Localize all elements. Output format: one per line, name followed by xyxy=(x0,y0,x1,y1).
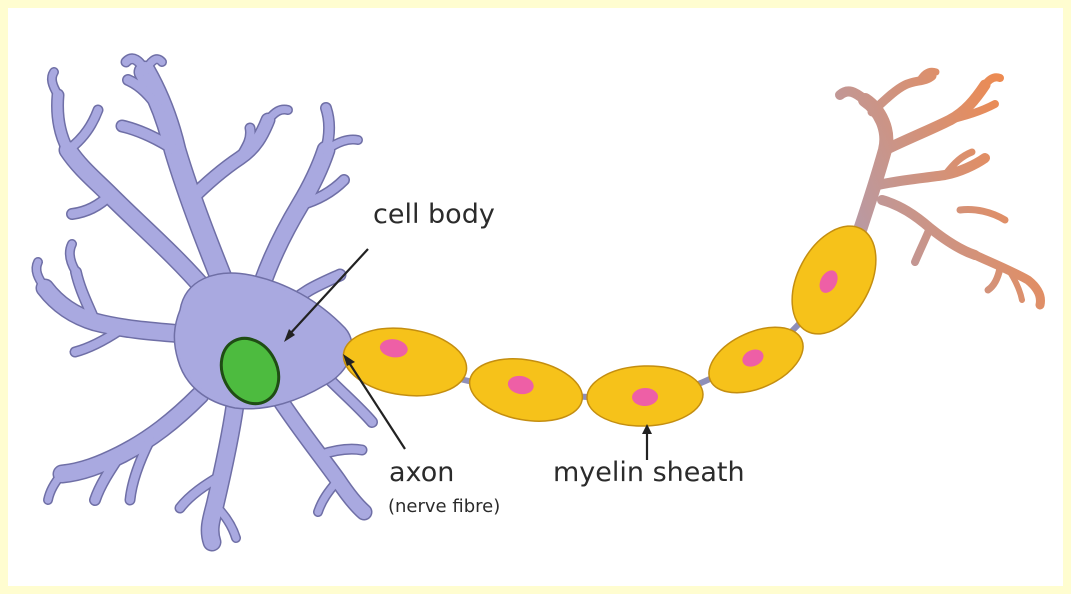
dendrite-branch xyxy=(62,395,200,474)
dendrite-branch xyxy=(330,380,372,422)
myelin-segment xyxy=(465,351,588,430)
dendrite-branch xyxy=(260,150,326,290)
axon-sublabel: (nerve fibre) xyxy=(388,496,500,517)
myelin-sheath-label: myelin sheath xyxy=(553,457,745,488)
myelin-segments xyxy=(339,212,893,430)
dendrite-branch xyxy=(190,120,268,200)
myelin-segment xyxy=(339,321,471,404)
dendrite-branch xyxy=(72,195,110,214)
dendrite-branch xyxy=(326,108,329,150)
myelin-arrow xyxy=(642,424,652,460)
myelin-segment xyxy=(586,364,704,428)
axon-label: axon xyxy=(389,457,454,488)
dendrite-branch xyxy=(48,474,62,500)
cell-body-label: cell body xyxy=(373,199,495,230)
